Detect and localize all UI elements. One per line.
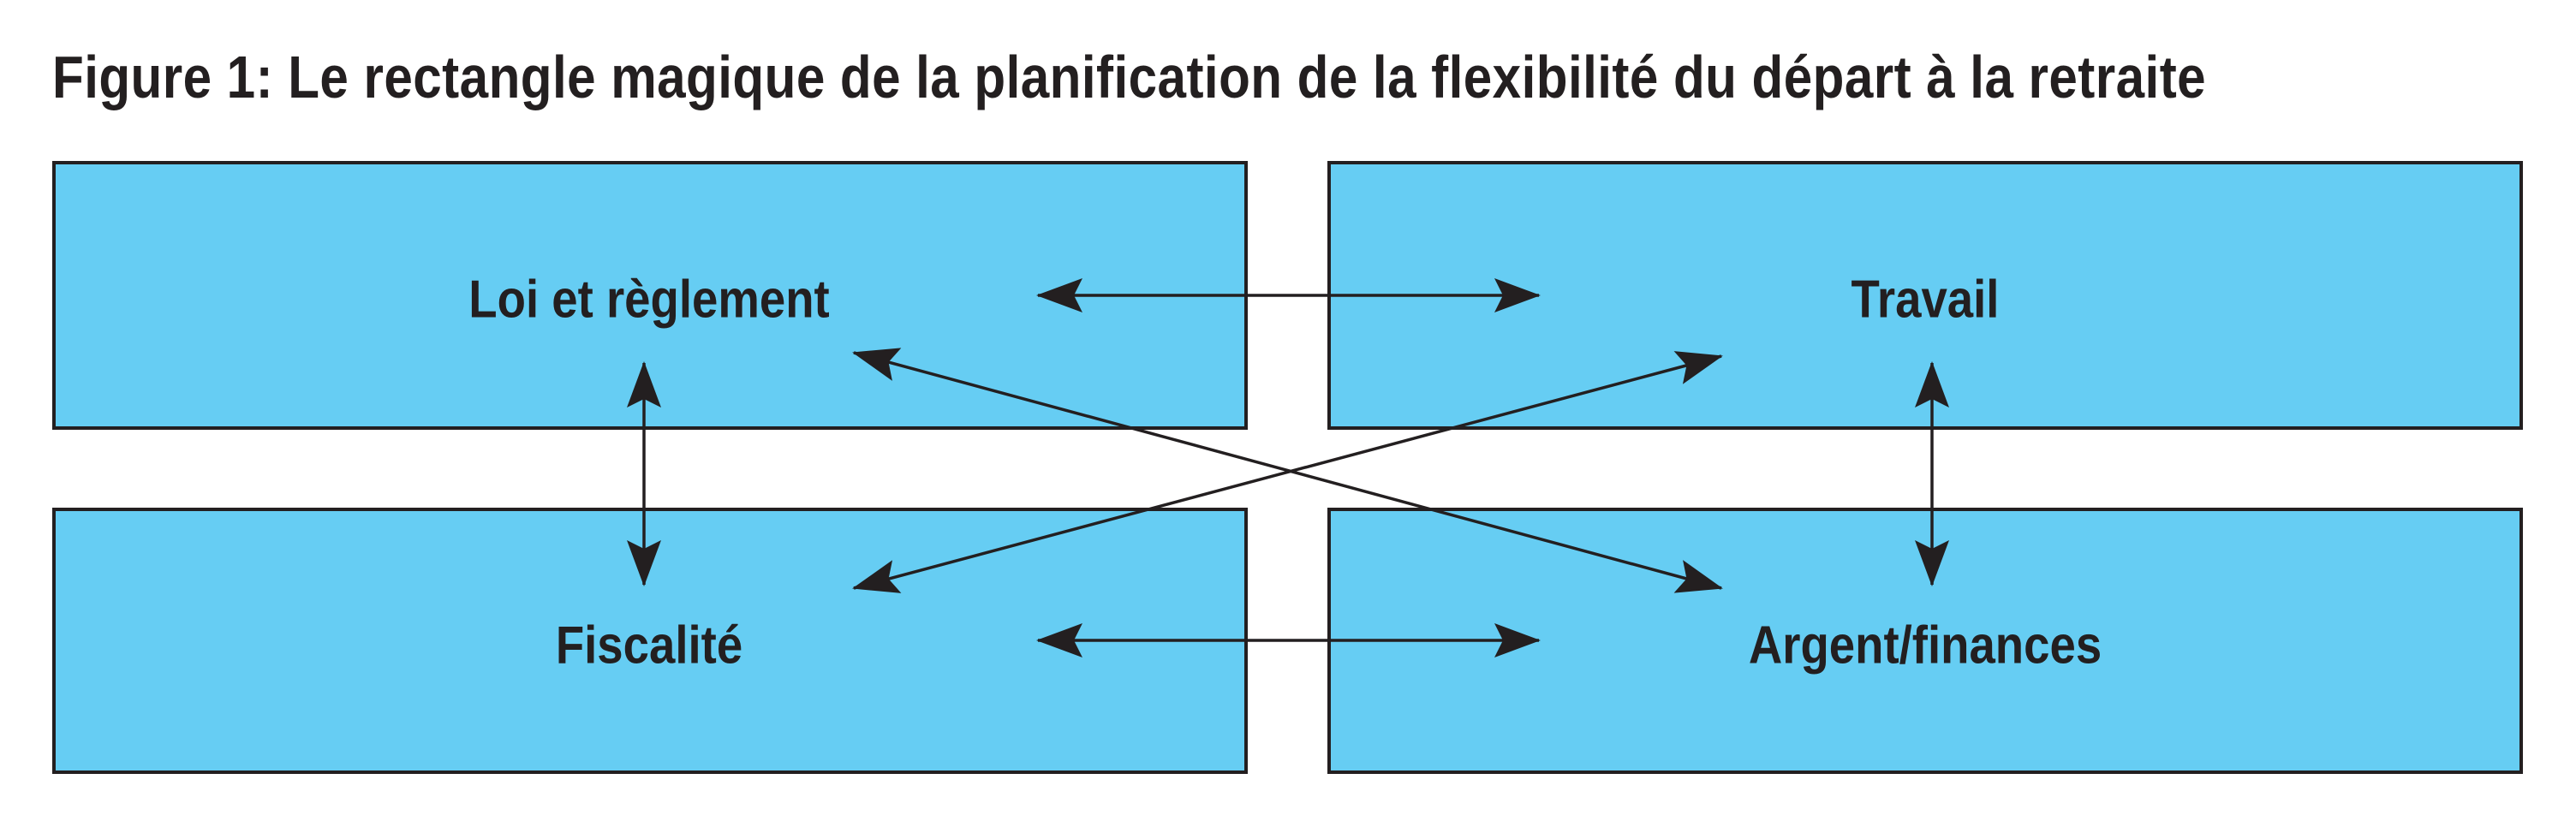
label-argent-finances: Argent/finances [1748,616,2102,675]
label-fiscalite: Fiscalité [555,616,743,675]
arrow-travail-fiscalite [852,351,1723,593]
label-loi-reglement: Loi et règlement [468,270,830,330]
figure-title: Figure 1: Le rectangle magique de la pla… [52,44,2207,110]
label-travail: Travail [1851,270,2000,330]
